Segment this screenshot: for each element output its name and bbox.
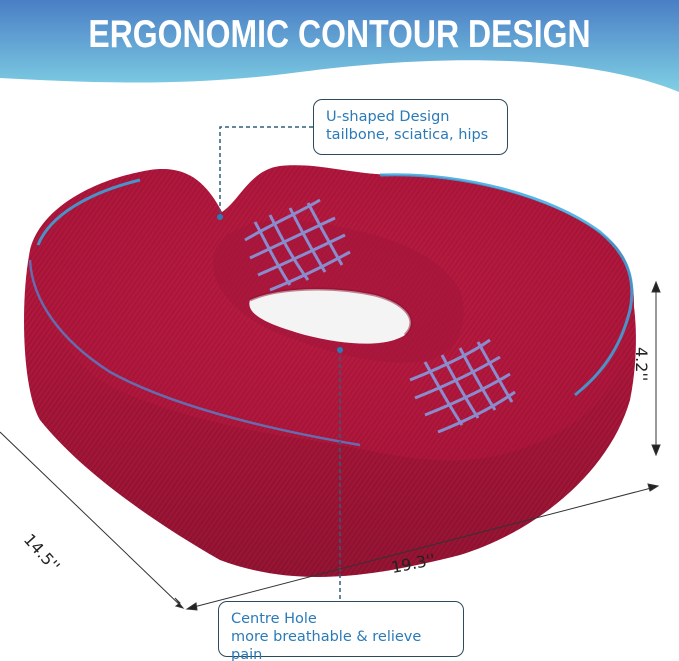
header-banner	[0, 0, 679, 92]
dimension-lines	[0, 280, 661, 611]
callout-bottom-subtitle: more breathable & relieve pain	[231, 629, 422, 661]
callout-top-title: U-shaped Design	[326, 109, 450, 125]
pressure-grid-front	[409, 338, 516, 434]
callout-centre-hole: Centre Hole more breathable & relieve pa…	[218, 601, 464, 661]
callout-u-shaped-design: U-shaped Design tailbone, sciatica, hips	[313, 99, 508, 155]
banner-title: ERGONOMIC CONTOUR DESIGN	[88, 13, 591, 56]
dimension-height-label: 4.2''	[632, 347, 651, 382]
leader-line-top	[219, 126, 313, 215]
callout-top-subtitle: tailbone, sciatica, hips	[326, 127, 489, 143]
centre-hole	[249, 288, 411, 344]
pressure-grid-back	[244, 198, 351, 292]
callout-bottom-title: Centre Hole	[231, 611, 317, 627]
